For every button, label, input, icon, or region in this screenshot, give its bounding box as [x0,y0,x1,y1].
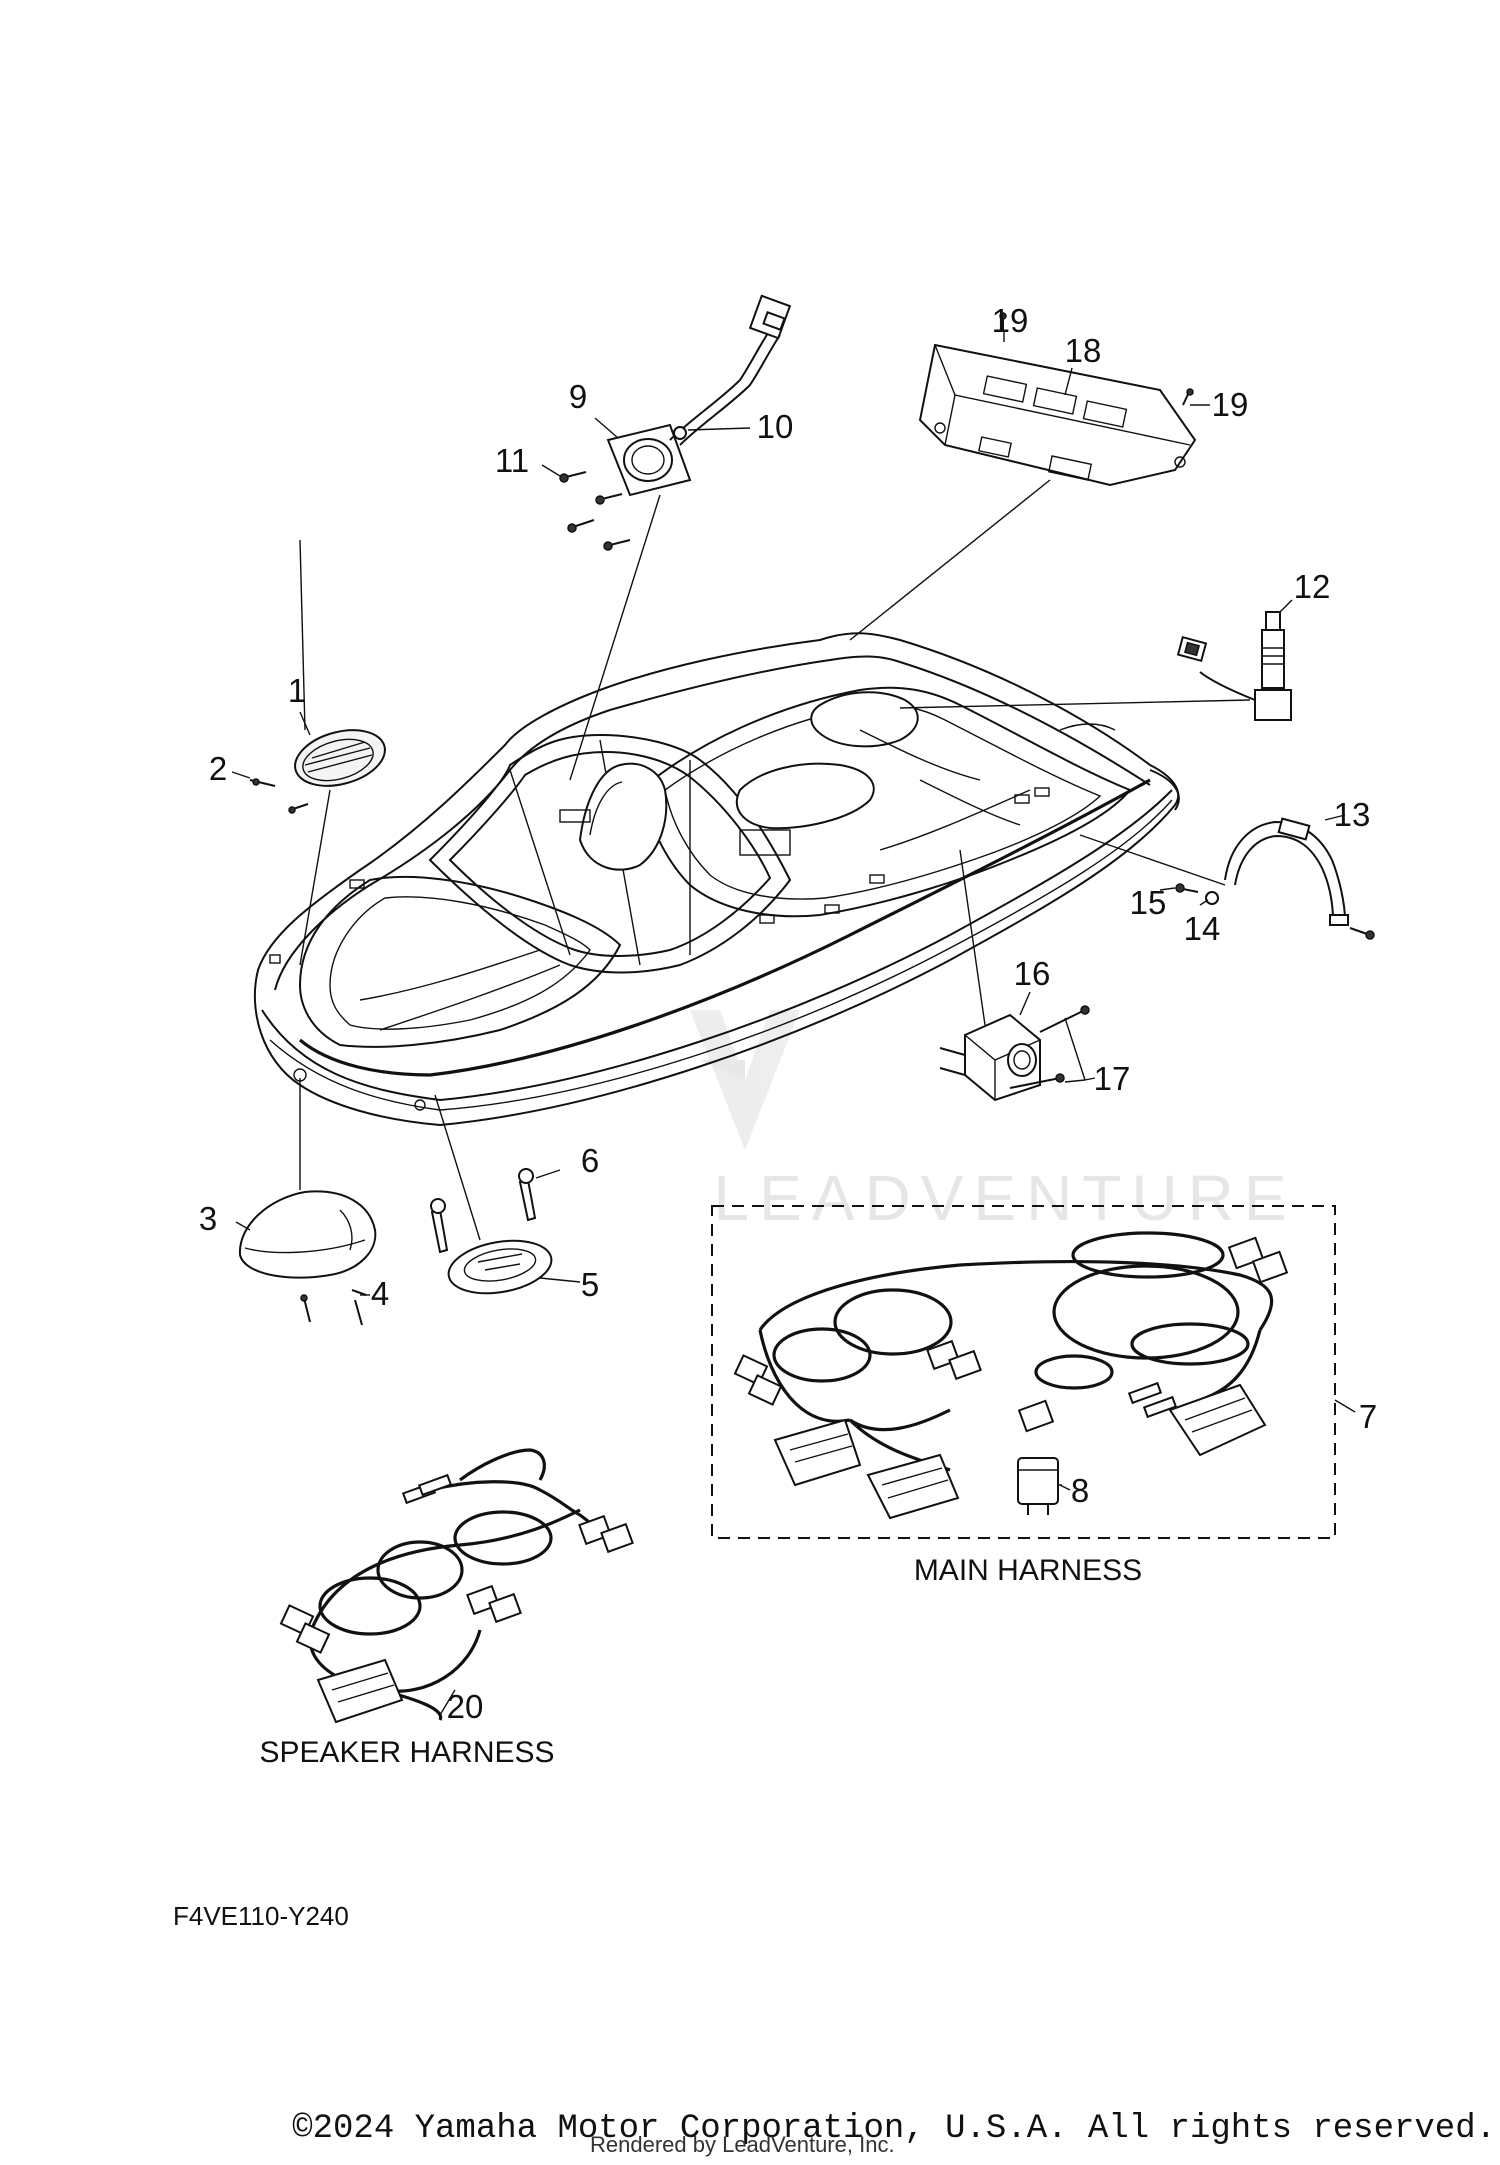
leader-lines [231,330,1356,1716]
callout-9: 9 [569,378,587,415]
diagram-code: F4VE110-Y240 [173,1901,349,1931]
callout-5: 5 [581,1266,599,1303]
copyright-notice: ©2024 Yamaha Motor Corporation, U.S.A. A… [292,2110,1496,2148]
boat-hull [254,632,1180,1127]
callout-16: 16 [1014,955,1051,992]
bow-light-part [238,1078,377,1326]
main-harness-box [711,1205,1336,1539]
callout-13: 13 [1334,796,1371,833]
callout-7: 7 [1359,1398,1377,1435]
callout-10: 10 [757,408,794,445]
callout-15: 15 [1130,884,1167,921]
watermark-text: LEADVENTURE [714,1162,1297,1234]
main-harness-caption: MAIN HARNESS [914,1554,1142,1587]
deck-fitting-part [430,1094,553,1295]
callout-19-top: 19 [992,302,1029,339]
callout-6: 6 [581,1142,599,1179]
callout-19-right: 19 [1212,386,1249,423]
callout-3: 3 [199,1200,217,1237]
strap-bracket-part [1079,817,1375,940]
switch-box-part [939,849,1090,1102]
main-harness-part [711,1205,1336,1539]
callout-2: 2 [209,750,227,787]
callout-14: 14 [1184,910,1221,947]
callout-1: 1 [288,672,306,709]
steering-flange-part [559,294,792,781]
sensor-part [899,611,1292,721]
control-unit-part [849,312,1197,641]
speaker-grille-part [249,539,386,966]
callout-18: 18 [1065,332,1102,369]
callout-20: 20 [447,1688,484,1725]
callout-11: 11 [495,442,529,479]
rendered-by-credit: Rendered by LeadVenture, Inc. [590,2132,895,2157]
callout-8: 8 [1071,1472,1089,1509]
leadventure-watermark: LEADVENTURE [690,1010,1297,1234]
callout-12: 12 [1294,568,1331,605]
speaker-harness-part [279,1448,634,1724]
callout-4: 4 [371,1275,389,1312]
callout-17: 17 [1094,1060,1131,1097]
speaker-harness-caption: SPEAKER HARNESS [259,1736,554,1769]
